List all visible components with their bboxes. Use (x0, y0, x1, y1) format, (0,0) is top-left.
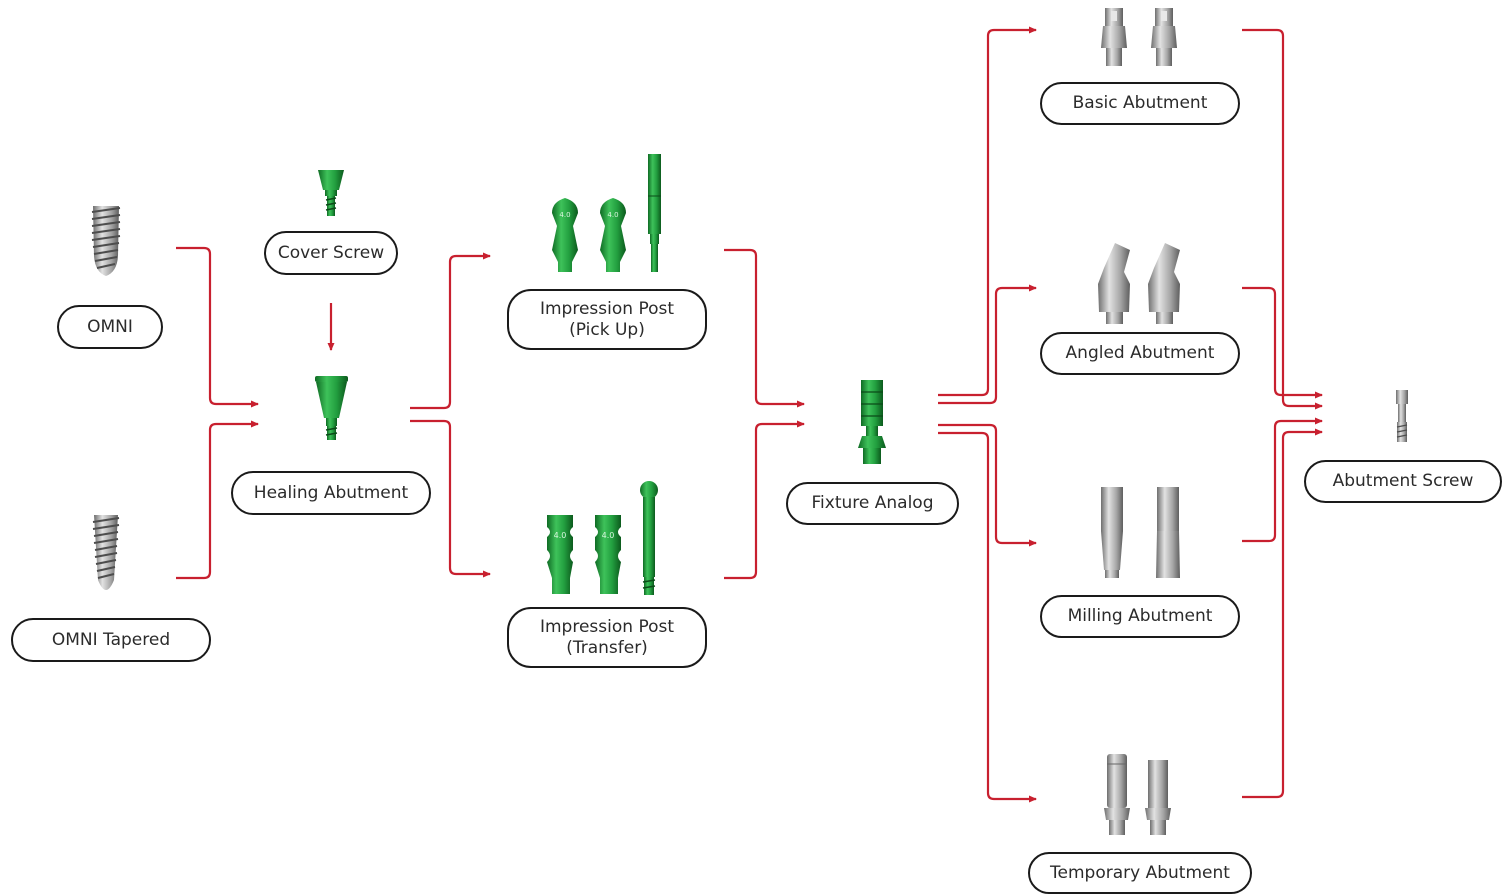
transfer-marking-2: 4.0 (602, 531, 615, 540)
implant-fixture-icon (91, 206, 121, 276)
node-milling-abutment[interactable]: Milling Abutment (1040, 595, 1240, 638)
node-cover-screw[interactable]: Cover Screw (264, 231, 398, 275)
cover-screw-icon (318, 170, 344, 216)
node-impression-pickup-line1: Impression Post (539, 298, 675, 319)
temporary-abutment-icon (1104, 754, 1171, 835)
connector-healing-to-pickup (410, 252, 491, 410)
connectors (176, 26, 1323, 803)
transfer-marking-1: 4.0 (554, 531, 567, 540)
node-omni-label: OMNI (87, 316, 133, 337)
connector-transfer-to-analog (724, 420, 805, 580)
node-omni-tapered[interactable]: OMNI Tapered (11, 618, 211, 662)
connector-analog-to-temporary (938, 431, 1037, 803)
milling-abutment-icon (1101, 487, 1180, 578)
connector-temporary-to-screw (1242, 428, 1323, 799)
node-cover-screw-label: Cover Screw (277, 242, 385, 263)
node-omni[interactable]: OMNI (57, 305, 163, 349)
node-abutment-screw[interactable]: Abutment Screw (1304, 460, 1502, 503)
connector-analog-to-milling (938, 423, 1037, 547)
node-healing-abutment-label: Healing Abutment (253, 482, 409, 503)
node-fixture-analog-label: Fixture Analog (811, 493, 934, 513)
pickup-marking-1: 4.0 (559, 211, 570, 219)
node-impression-pickup[interactable]: Impression Post (Pick Up) (507, 289, 707, 350)
node-angled-abutment-label: Angled Abutment (1065, 343, 1215, 363)
transfer-impression-post-icon: 4.0 4.0 (547, 481, 658, 595)
pickup-impression-post-icon: 4.0 4.0 (552, 154, 661, 272)
connector-analog-to-basic (938, 26, 1037, 397)
connector-omni-tapered-to-healing (176, 420, 259, 580)
connector-analog-to-angled (938, 284, 1037, 405)
connector-angled-to-screw (1242, 286, 1323, 399)
node-fixture-analog[interactable]: Fixture Analog (786, 482, 959, 525)
connector-milling-to-screw (1242, 417, 1323, 543)
connector-omni-to-healing (176, 246, 259, 408)
node-temporary-abutment[interactable]: Temporary Abutment (1028, 852, 1252, 894)
abutment-screw-icon (1396, 390, 1408, 442)
fixture-analog-icon (858, 380, 886, 464)
pickup-marking-2: 4.0 (607, 211, 618, 219)
healing-abutment-icon (315, 376, 348, 440)
node-impression-pickup-line2: (Pick Up) (569, 319, 645, 340)
node-angled-abutment[interactable]: Angled Abutment (1040, 332, 1240, 375)
basic-abutment-icon (1101, 8, 1177, 66)
node-milling-abutment-label: Milling Abutment (1067, 606, 1213, 626)
angled-abutment-icon (1098, 243, 1180, 324)
connector-pickup-to-analog (724, 248, 805, 408)
node-abutment-screw-label: Abutment Screw (1332, 471, 1474, 491)
tapered-implant-icon (92, 515, 120, 590)
node-omni-tapered-label: OMNI Tapered (51, 629, 171, 650)
node-impression-transfer-line2: (Transfer) (566, 637, 648, 658)
node-basic-abutment[interactable]: Basic Abutment (1040, 82, 1240, 125)
connector-basic-to-screw (1242, 28, 1323, 410)
node-impression-transfer[interactable]: Impression Post (Transfer) (507, 607, 707, 668)
node-healing-abutment[interactable]: Healing Abutment (231, 471, 431, 515)
node-basic-abutment-label: Basic Abutment (1072, 93, 1208, 113)
node-temporary-abutment-label: Temporary Abutment (1050, 862, 1230, 883)
connector-healing-to-transfer (410, 419, 491, 578)
node-impression-transfer-line1: Impression Post (539, 616, 675, 637)
